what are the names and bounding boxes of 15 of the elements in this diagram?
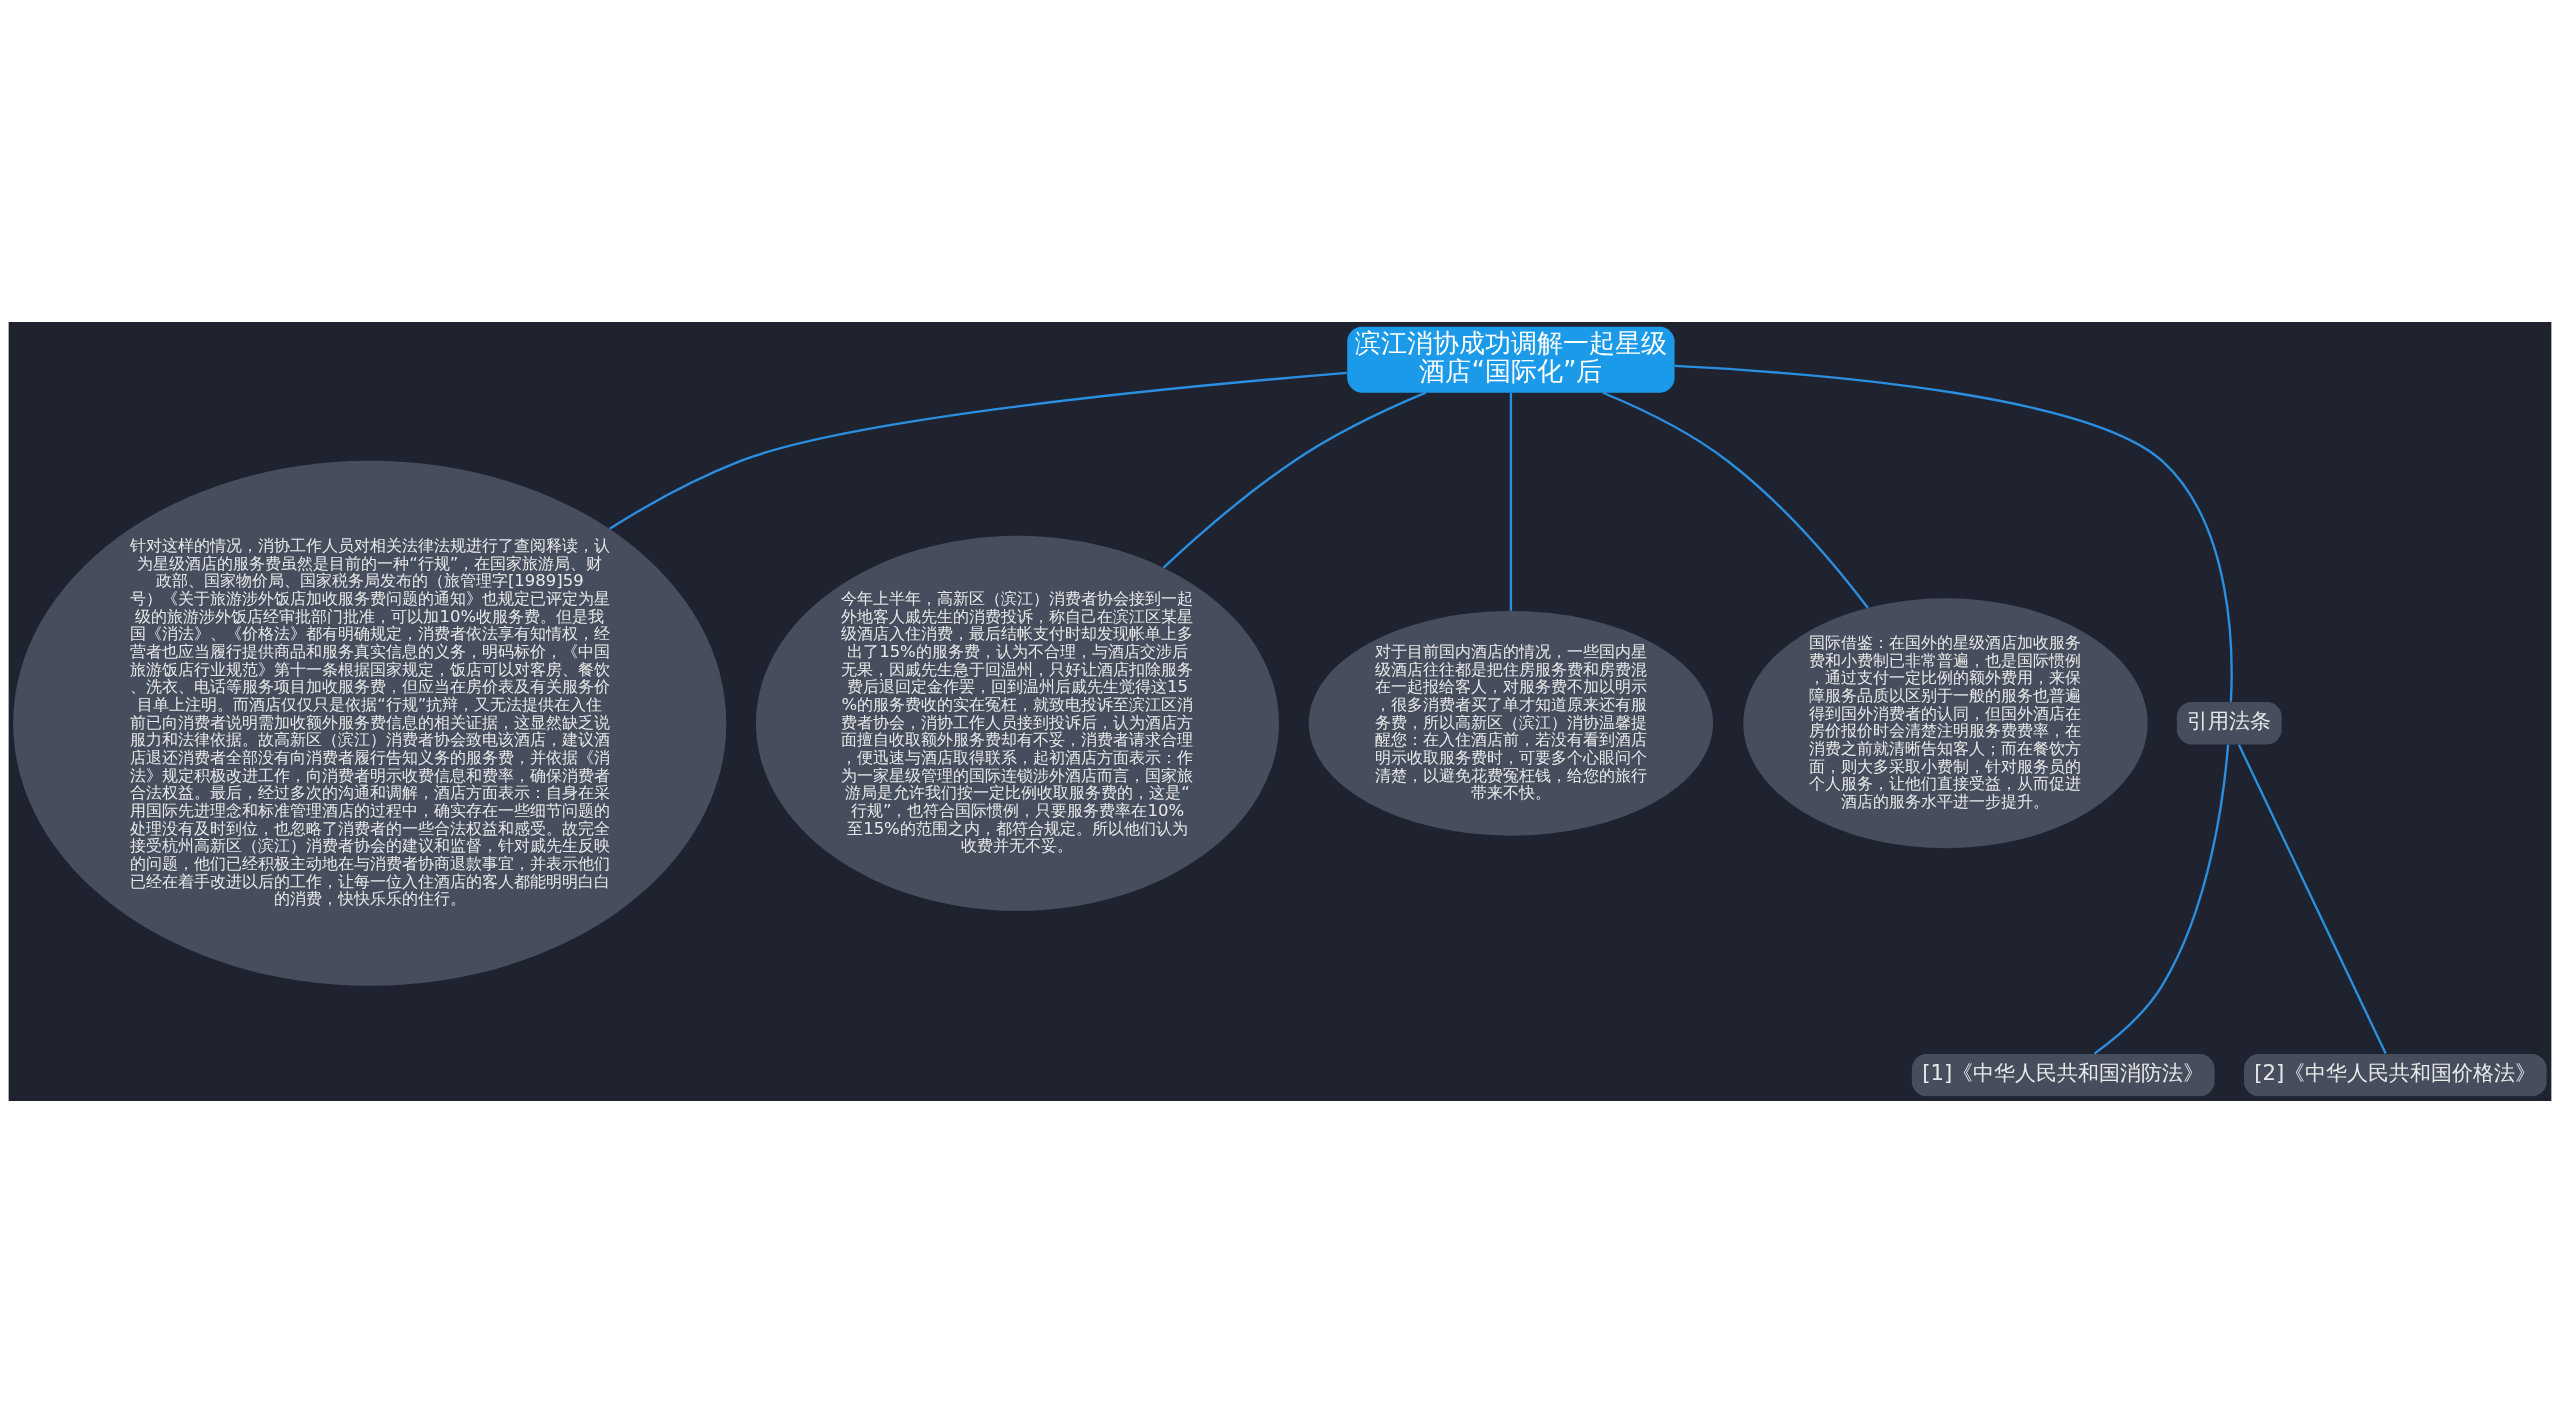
connector — [1509, 392, 1513, 611]
node-ellipse: 针对这样的情况，消协工作人员对相关法律法规进行了查阅释读，认为星级酒店的服务费虽然是目前的一种“行规”，在国家旅游局、财政部、国家物价局、国家税务局发布的（旅管理字[1989]59号）《关于旅游涉外饭店加收服务费问题的通知》也规定已评定为星级的旅游涉外饭店经审批部门批准，可以加10%收服务费。但是我国《消法》、《价格法》都有明确规定，消费者依法享有知情权，经营者也应当履行提供商品和服务真实信息的义务，明码标价，《中国旅游饭店行业规范》第十一条根据国家规定，饭店可以对客房、餐饮、洗衣、电话等服务项目加收服务费，但应当在房价表及有关服务价目单上注明。而酒店仅仅只是依据“行规”抗辩，又无法提供在入住前已向消费者说明需加收额外服务费信息的相关证据，这显然缺乏说服力和法律依据。故高新区（滨江）消费者协会致电该酒店，建议酒店退还消费者全部没有向消费者履行告知义务的服务费，并依据《消法》规定积极改进工作，向消费者明示收费信息和费率，确保消费者合法权益。最后，经过多次的沟通和调解，酒店方面表示：自身在采用国际先进理念和标准管理酒店的过程中，确实存在一些细节问题的处理没有及时到位，也忽略了消费者的一些合法权益和感受。故完全接受杭州高新区（滨江）消费者协会的建议和监督，针对戚先生反映的问题，他们已经积极主动地在与消费者协商退款事宜，并表示他们已经在着手改进以后的工作，让每一位入住酒店的客人都能明明白白的消费，快快乐乐的住行。 — [13, 460, 727, 986]
connector — [1162, 391, 1427, 569]
connector — [2093, 744, 2230, 1055]
node-box: [1]《中华人民共和国消防法》 — [1911, 1053, 2215, 1097]
node-ellipse: 国际借鉴：在国外的星级酒店加收服务费和小费制已非常普遍，也是国际惯例，通过支付一定比例的额外费用，来保障服务品质以区别于一般的服务也普遍得到国外消费者的认同，但国外酒店在房价报价时会清楚注明服务费费率，在消费之前就清晰告知客人；而在餐饮方面，则大多采取小费制，针对服务员的个人服务，让他们直接受益，从而促进酒店的服务水平进一步提升。 — [1743, 598, 2148, 849]
node-ellipse: 今年上半年，高新区（滨江）消费者协会接到一起外地客人戚先生的消费投诉，称自己在滨江区某星级酒店入住消费，最后结帐支付时却发现帐单上多出了15%的服务费，认为不合理，与酒店交涉后无果，因戚先生急于回温州，只好让酒店扣除服务费后退回定金作罢，回到温州后戚先生觉得这15%的服务费收的实在冤枉，就致电投诉至滨江区消费者协会，消协工作人员接到投诉后，认为酒店方面擅自收取额外服务费却有不妥，消费者请求合理，便迅速与酒店取得联系，起初酒店方面表示：作为一家星级管理的国际连锁涉外酒店而言，国家旅游局是允许我们按一定比例收取服务费的，这是“行规”，也符合国际惯例，只要服务费率在10%至15%的范围之内，都符合规定。所以他们认为收费并无不妥。 — [755, 535, 1279, 911]
node-box: [2]《中华人民共和国价格法》 — [2244, 1053, 2547, 1097]
connector — [1674, 364, 2233, 702]
node-box: 引用法条 — [2176, 702, 2282, 745]
node-box: 滨江消协成功调解一起星级酒店“国际化”后 — [1347, 326, 1675, 393]
node-ellipse: 对于目前国内酒店的情况，一些国内星级酒店往往都是把住房服务费和房费混在一起报给客人，对服务费不加以明示，很多消费者买了单才知道原来还有服务费，所以高新区（滨江）消协温馨提醒您：在入住酒店前，若没有看到酒店明示收取服务费时，可要多个心眼问个清楚，以避免花费冤枉钱，给您的旅行带来不快。 — [1308, 610, 1714, 836]
connector — [1602, 391, 1869, 609]
connector — [2237, 744, 2387, 1055]
connector — [609, 371, 1347, 530]
